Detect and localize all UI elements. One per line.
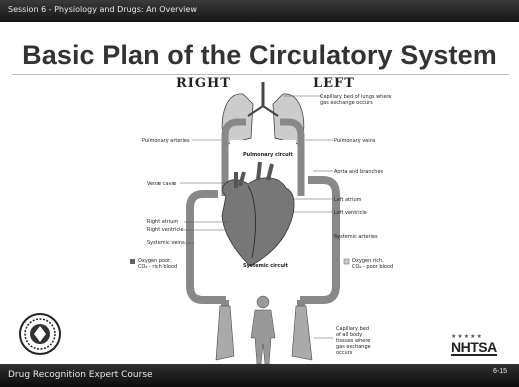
label-left-atrium: Left atrium [334,197,362,203]
legend-swatch-oxygen-rich [344,259,349,264]
label-systemic-arteries: Systemic arteries [334,234,378,240]
label-oxygen-poor: Oxygen poor, CO₂ - rich blood [138,258,177,270]
label-aorta: Aorta and branches [334,169,383,175]
slide-title: Basic Plan of the Circulatory System [0,40,519,71]
label-venae-cavae: Venæ cavæ [147,181,176,187]
title-divider [12,74,509,75]
heart-illustration [222,162,294,266]
lungs-illustration [222,82,303,144]
footer-bar: Drug Recognition Expert Course 6-15 [0,364,519,387]
human-figure [251,296,275,364]
label-left-ventricle: Left ventricle [334,210,367,216]
label-systemic-circuit: Systemic circuit [243,263,288,269]
legend-swatch-oxygen-poor [130,259,135,264]
label-pulmonary-circuit: Pulmonary circuit [243,152,293,158]
page-number: 6-15 [493,368,507,375]
label-right-atrium: Right atrium [147,219,178,225]
label-pulmonary-arteries: Pulmonary arteries [142,138,190,144]
label-right-ventricle: Right ventricle [147,227,184,233]
label-systemic-veins: Systemic veins [147,240,185,246]
header-bar: Session 6 - Physiology and Drugs: An Ove… [0,0,519,22]
nhtsa-logo: ★★★★★ NHTSA [451,333,497,356]
label-pulmonary-veins: Pulmonary veins [334,138,375,144]
association-seal-icon [19,313,61,355]
label-oxygen-rich: Oxygen rich, CO₂ - poor blood [352,258,393,270]
session-title: Session 6 - Physiology and Drugs: An Ove… [8,5,197,14]
label-capillary-body: Capillary bed of all body tissues where … [336,326,371,356]
label-capillary-lungs: Capillary bed of lungs where gas exchang… [320,94,391,106]
course-title: Drug Recognition Expert Course [8,370,153,380]
nhtsa-wordmark: NHTSA [451,340,497,356]
